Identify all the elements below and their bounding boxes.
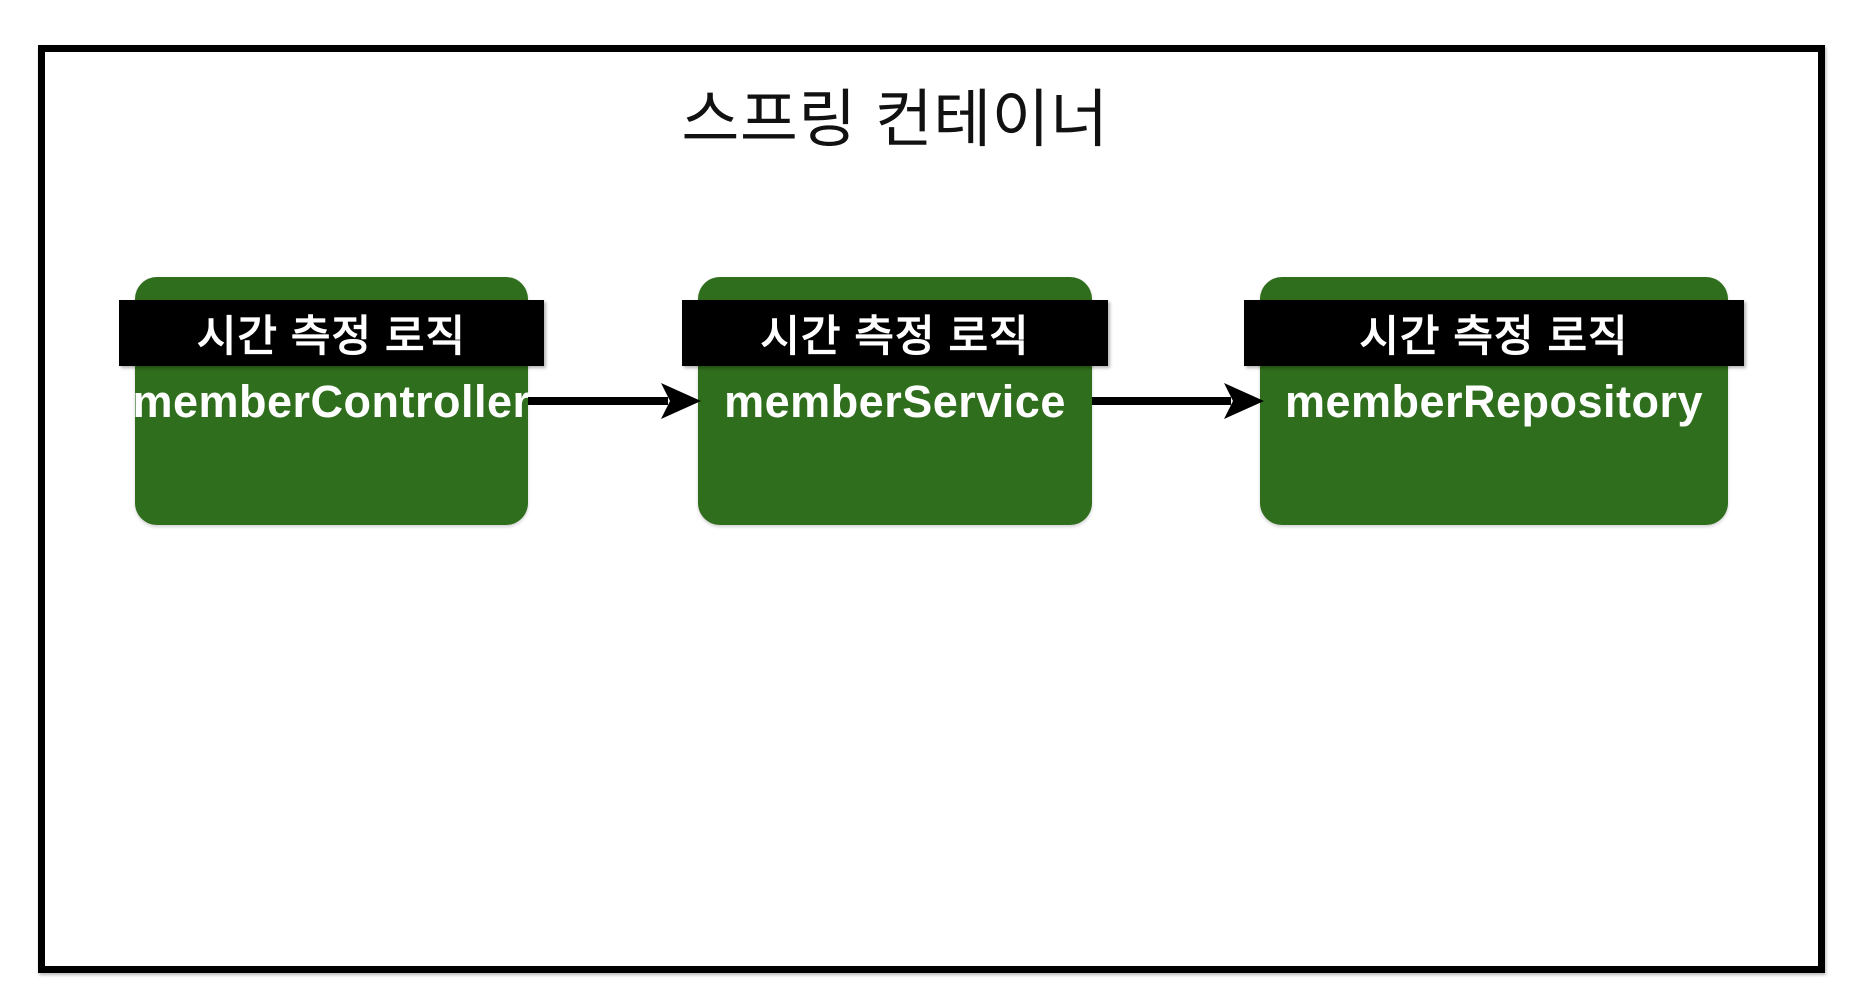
diagram-title: 스프링 컨테이너: [681, 85, 1109, 155]
node-member-controller: 시간 측정 로직 memberController: [119, 277, 544, 525]
node-member-service: 시간 측정 로직 memberService: [682, 277, 1108, 525]
time-measure-badge: 시간 측정 로직: [1244, 300, 1744, 366]
node-label: memberService: [724, 376, 1066, 427]
spring-container-frame: [38, 45, 1825, 973]
time-measure-badge: 시간 측정 로직: [682, 300, 1108, 366]
node-member-repository: 시간 측정 로직 memberRepository: [1244, 277, 1744, 525]
node-label: memberController: [132, 376, 531, 427]
node-label: memberRepository: [1284, 376, 1704, 427]
time-measure-badge: 시간 측정 로직: [119, 300, 544, 366]
